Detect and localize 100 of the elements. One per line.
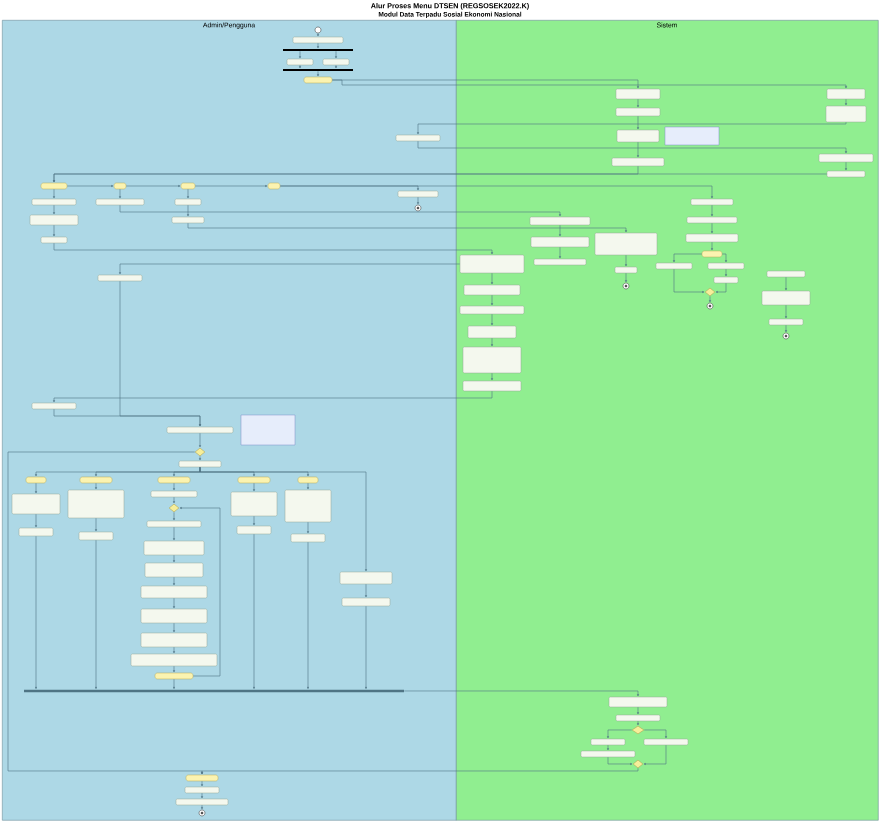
process-box: [825, 105, 867, 123]
process-box: [78, 531, 114, 541]
process-box: [184, 786, 220, 794]
condition-box: [154, 672, 194, 680]
process-box: [166, 426, 234, 434]
process-box: [31, 198, 77, 206]
merge-diamond: [631, 725, 645, 735]
merge-diamond: [194, 447, 206, 457]
process-box: [18, 527, 54, 537]
process-box: [339, 571, 393, 585]
process-box: [594, 232, 658, 256]
process-box: [611, 157, 665, 167]
process-box: [615, 88, 661, 100]
flow-arrow: [637, 706, 639, 715]
process-box: [616, 129, 660, 143]
flow-arrow: [331, 79, 847, 89]
process-box: [459, 305, 525, 315]
process-box: [29, 214, 79, 226]
flow-arrow: [403, 690, 639, 697]
process-box: [615, 107, 661, 117]
flow-arrow: [637, 141, 639, 158]
process-box: [818, 153, 874, 163]
flow-arrow: [607, 756, 633, 765]
merge-diamond: [168, 503, 180, 513]
process-box: [690, 198, 734, 206]
process-box: [284, 489, 332, 523]
end-node: [782, 332, 790, 340]
process-box: [236, 525, 272, 535]
process-box: [143, 540, 205, 556]
process-box: [175, 798, 229, 806]
flow-arrow: [637, 115, 639, 130]
process-box: [462, 346, 522, 374]
flow-arrow: [637, 98, 639, 108]
process-box: [580, 750, 636, 758]
merge-diamond: [632, 759, 644, 769]
process-box: [140, 632, 208, 648]
process-box: [140, 585, 208, 599]
flow-arrow: [625, 272, 627, 283]
condition-box: [180, 182, 196, 190]
condition-box: [40, 182, 68, 190]
flow-arrow: [711, 204, 713, 217]
process-box: [97, 274, 143, 282]
flow-arrow: [279, 185, 713, 199]
flow-arrow: [559, 224, 561, 237]
process-box: [230, 491, 278, 517]
process-box: [713, 276, 739, 284]
flow-arrow: [673, 253, 703, 263]
flow-arrow: [709, 295, 711, 303]
flow-arrow: [607, 744, 609, 751]
process-box: [146, 520, 202, 528]
process-box: [67, 489, 125, 519]
flow-arrow: [673, 268, 705, 293]
flow-arrow: [119, 204, 561, 217]
flow-arrow: [173, 466, 201, 477]
flow-arrow: [491, 313, 493, 326]
process-box: [130, 653, 218, 667]
flow-arrow: [187, 222, 627, 233]
flow-arrow: [711, 241, 713, 251]
process-box: [768, 318, 804, 326]
flow-arrow: [643, 744, 667, 765]
process-box: [614, 266, 638, 274]
flow-arrow: [785, 276, 787, 291]
note-box: [664, 126, 720, 146]
flow-arrow: [845, 161, 847, 171]
process-box: [655, 262, 693, 270]
process-box: [590, 738, 626, 746]
process-box: [463, 284, 521, 296]
condition-box: [113, 182, 127, 190]
condition-box: [303, 76, 333, 84]
flow-arrow: [53, 408, 201, 427]
end-node: [622, 282, 630, 290]
flow-arrow: [417, 196, 419, 205]
flow-arrow: [715, 282, 727, 293]
process-box: [529, 216, 591, 226]
process-box: [322, 58, 350, 66]
process-box: [174, 198, 202, 206]
process-box: [395, 134, 441, 142]
process-box: [144, 562, 204, 578]
flow-arrow: [643, 729, 667, 739]
process-box: [171, 216, 205, 224]
flow-arrow: [53, 390, 493, 403]
flow-arrow: [725, 268, 727, 277]
flow-arrow: [785, 324, 787, 333]
process-box: [397, 190, 439, 198]
process-box: [178, 460, 222, 468]
process-box: [31, 402, 77, 410]
condition-box: [185, 774, 219, 782]
end-node: [706, 302, 714, 310]
process-box: [290, 533, 326, 543]
merge-diamond: [704, 287, 716, 297]
process-box: [140, 608, 208, 624]
flow-arrow: [721, 253, 727, 263]
flow-arrow: [711, 222, 713, 234]
flow-arrow: [625, 254, 627, 267]
process-box: [686, 216, 738, 224]
process-box: [95, 198, 145, 206]
flow-arrow: [491, 294, 493, 306]
process-box: [467, 325, 517, 339]
process-box: [615, 714, 661, 722]
flow-arrow: [785, 304, 787, 319]
